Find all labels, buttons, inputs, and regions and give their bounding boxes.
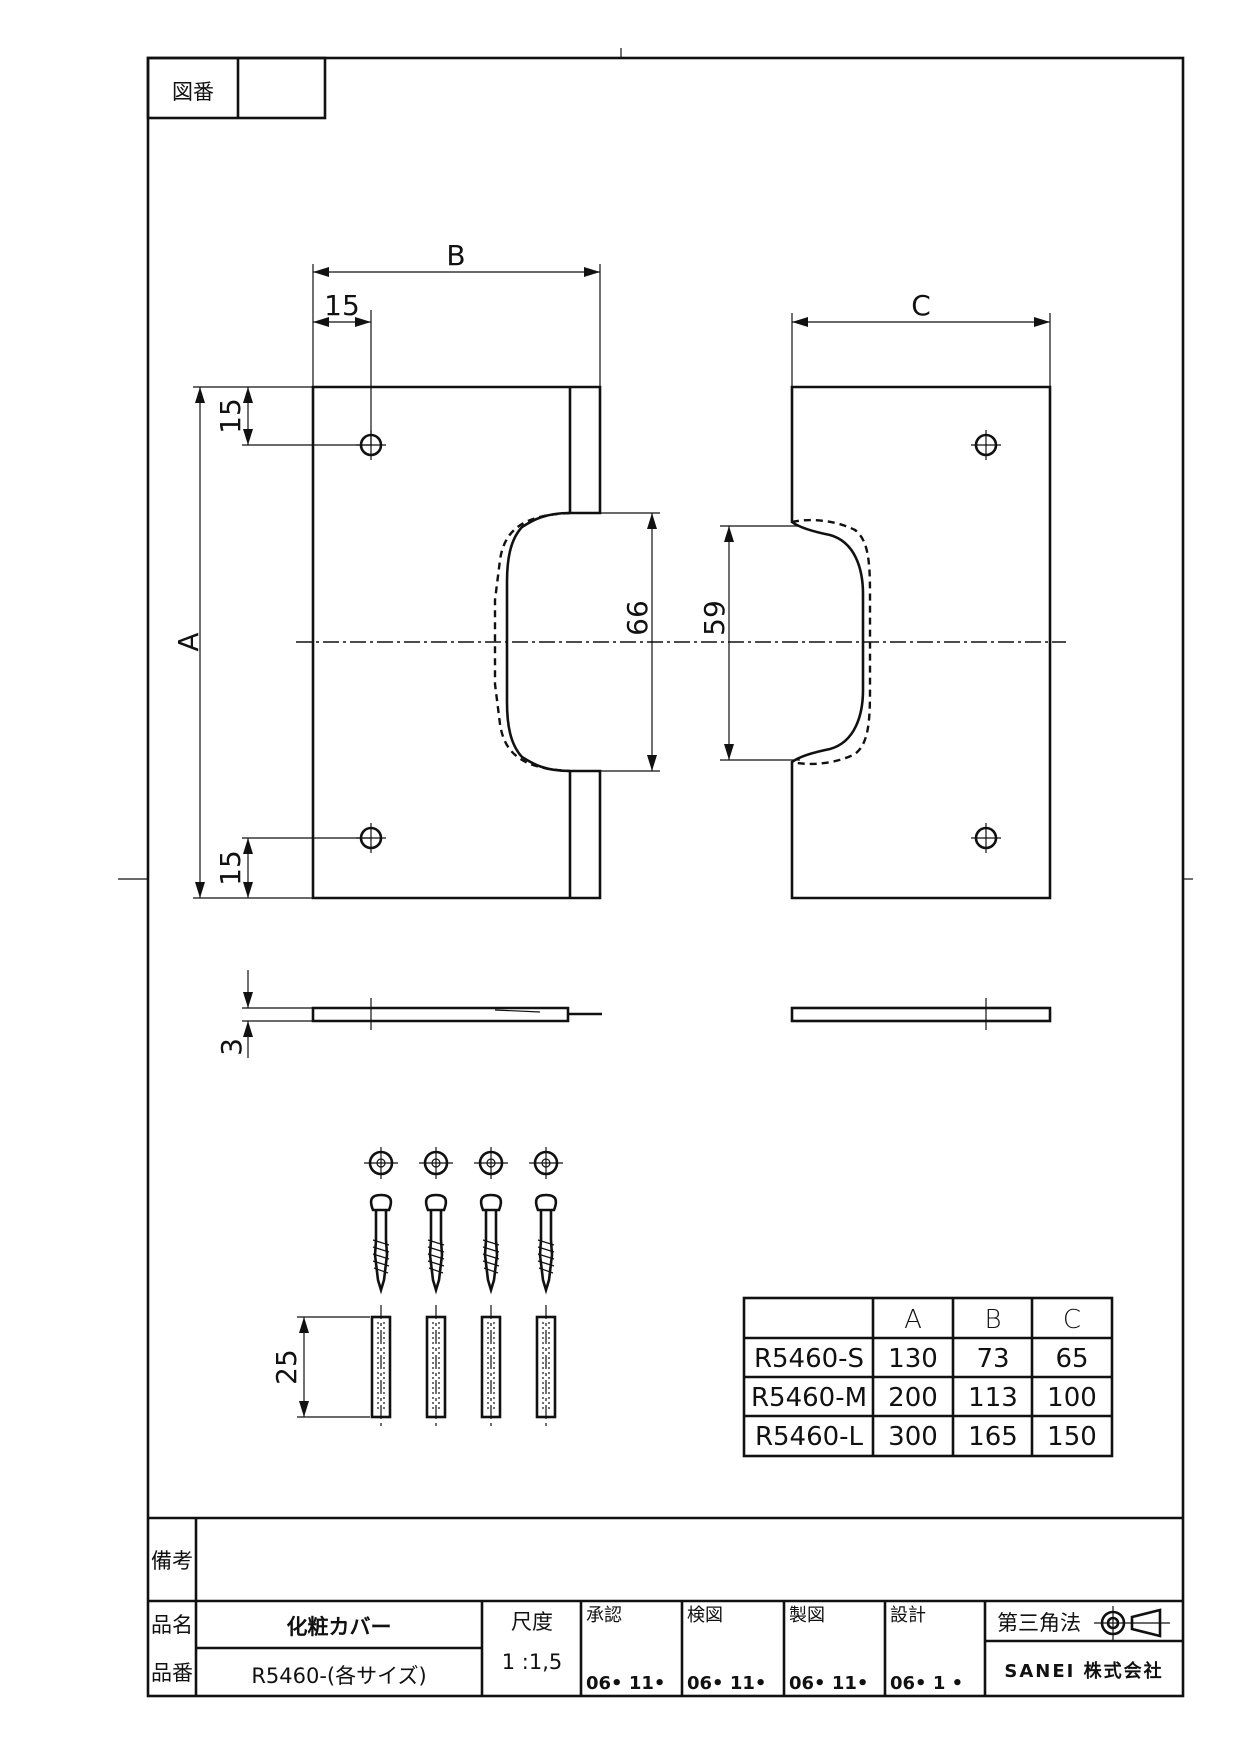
dim-15-bottom-label: 15 [214, 850, 247, 886]
anchor-plug-4 [535, 1305, 557, 1430]
scale-value: 1 :1,5 [502, 1650, 563, 1674]
part-number-label: 品番 [151, 1661, 193, 1685]
company-name: SANEI 株式会社 [1004, 1660, 1163, 1682]
approved-label: 承認 [586, 1605, 622, 1626]
right-plate-front-view [790, 385, 1052, 900]
title-block: 備考 品名 化粧カバー 品番 R5460-(各サイズ) 尺度 1 :1,5 承認… [148, 1516, 1183, 1696]
dim-15-horizontal-label: 15 [324, 289, 360, 322]
table-header-c: C [1063, 1305, 1081, 1335]
drawing-number-label: 図番 [172, 80, 214, 104]
table-row-l-b: 165 [968, 1422, 1018, 1452]
dim-25-label: 25 [270, 1349, 303, 1385]
table-row-m-c: 100 [1047, 1383, 1097, 1413]
anchor-plug-2 [425, 1305, 447, 1430]
centering-marks [118, 48, 1193, 880]
screw-2 [419, 1147, 453, 1295]
dim-c-label: C [911, 289, 931, 322]
designed-date: 06• 1 • [890, 1673, 963, 1694]
table-row-s-c: 65 [1055, 1344, 1088, 1374]
drawing-number-box: 図番 [146, 56, 327, 120]
table-row-l-a: 300 [888, 1422, 938, 1452]
size-table: A B C R5460-S 130 73 65 R5460-M 200 113 … [742, 1296, 1114, 1458]
scale-label: 尺度 [511, 1610, 553, 1634]
table-row-s-b: 73 [976, 1344, 1009, 1374]
dim-66-label: 66 [621, 600, 654, 636]
product-name: 化粧カバー [287, 1615, 392, 1639]
approved-date: 06• 11• [586, 1673, 665, 1694]
dimension-lines [193, 264, 1051, 1418]
anchor-plugs [370, 1305, 557, 1430]
table-row-m-b: 113 [968, 1383, 1018, 1413]
left-plate-side-view [311, 998, 602, 1030]
screw-1 [364, 1147, 398, 1295]
table-header-b: B [984, 1305, 1001, 1335]
dimension-labels: B C 15 A 15 15 66 59 3 25 [172, 239, 931, 1385]
table-row-l-c: 150 [1047, 1422, 1097, 1452]
dim-15-top-label: 15 [214, 398, 247, 434]
dim-a-label: A [172, 632, 205, 651]
drawing-border [146, 56, 1185, 1698]
drawn-label: 製図 [789, 1605, 825, 1626]
table-header-a: A [904, 1305, 922, 1335]
projection-label: 第三角法 [997, 1611, 1081, 1635]
anchor-plug-3 [480, 1305, 502, 1430]
drawn-date: 06• 11• [789, 1673, 868, 1694]
third-angle-projection-icon [1094, 1606, 1170, 1640]
table-row-s-a: 130 [888, 1344, 938, 1374]
dim-3-label: 3 [215, 1038, 248, 1056]
designed-label: 設計 [890, 1605, 926, 1626]
checked-date: 06• 11• [687, 1673, 766, 1694]
table-row-s-model: R5460-S [754, 1344, 864, 1374]
part-number: R5460-(各サイズ) [251, 1664, 426, 1688]
screw-4 [529, 1147, 563, 1295]
dim-59-label: 59 [698, 600, 731, 636]
checked-label: 検図 [687, 1605, 723, 1626]
table-row-m-a: 200 [888, 1383, 938, 1413]
product-name-label: 品名 [151, 1613, 193, 1637]
anchor-plug-1 [370, 1305, 392, 1430]
screws [364, 1147, 563, 1295]
dim-b-label: B [446, 239, 465, 272]
table-row-m-model: R5460-M [751, 1383, 867, 1413]
table-row-l-model: R5460-L [755, 1422, 864, 1452]
right-plate-side-view [790, 998, 1052, 1030]
screw-3 [474, 1147, 508, 1295]
remarks-label: 備考 [151, 1549, 193, 1573]
